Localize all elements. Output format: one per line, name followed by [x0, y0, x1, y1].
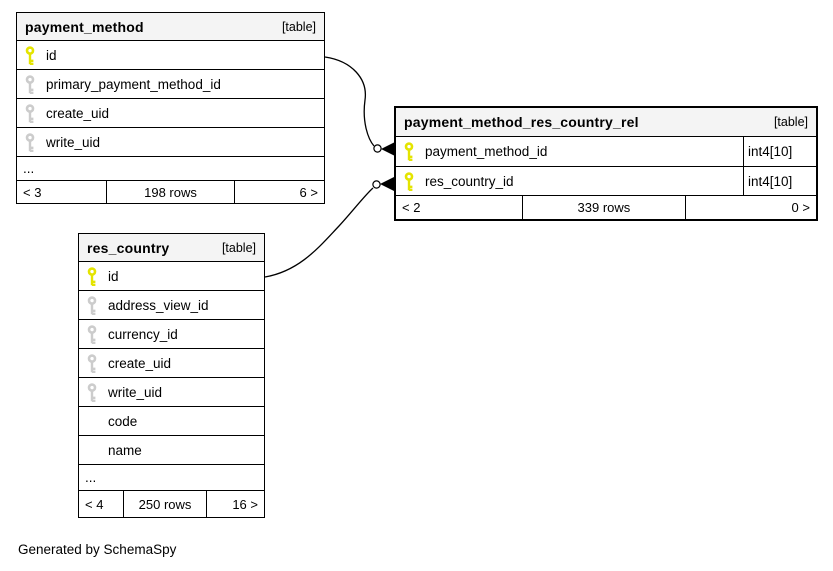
table-footer: < 3 198 rows 6 > [17, 181, 324, 203]
column-name: res_country_id [425, 173, 514, 189]
table-name[interactable]: payment_method_res_country_rel [404, 114, 639, 130]
foreign-key-icon [87, 353, 97, 373]
table-type-label: [table] [773, 115, 808, 129]
column-name: currency_id [108, 326, 178, 342]
column-row: create_uid [17, 99, 324, 128]
column-type: int4[10] [743, 167, 816, 195]
related-tables-in: < 4 [85, 496, 104, 512]
column-name: id [46, 47, 57, 63]
related-tables-in: < 2 [402, 200, 421, 215]
foreign-key-icon [87, 324, 97, 344]
column-row: payment_method_id int4[10] [396, 137, 816, 167]
primary-key-icon [25, 45, 35, 65]
table-type-label: [table] [281, 19, 316, 34]
crow-foot-marker [381, 142, 394, 156]
foreign-key-icon [87, 295, 97, 315]
column-name: code [108, 413, 138, 429]
foreign-key-icon [25, 132, 35, 152]
row-count: 250 rows [123, 491, 207, 517]
table-name[interactable]: payment_method [25, 18, 144, 35]
column-row: primary_payment_method_id [17, 70, 324, 99]
column-name: address_view_id [108, 297, 209, 313]
generated-by-note: Generated by SchemaSpy [18, 542, 177, 557]
column-name: primary_payment_method_id [46, 76, 221, 92]
column-type: int4[10] [743, 137, 816, 166]
column-name: write_uid [108, 384, 163, 400]
column-row: code [79, 407, 264, 436]
column-row: id [17, 41, 324, 70]
column-row: id [79, 262, 264, 291]
ellipsis-label: ... [85, 470, 97, 485]
table-footer: < 4 250 rows 16 > [79, 491, 264, 517]
column-name: payment_method_id [425, 144, 548, 159]
zero-or-one-marker [372, 180, 381, 189]
edge-res-country-to-rel [264, 177, 394, 278]
table-payment-method[interactable]: payment_method [table] id primary_paymen… [16, 12, 325, 204]
column-name: create_uid [108, 355, 172, 371]
table-header[interactable]: res_country [table] [79, 234, 264, 262]
related-tables-out: 16 > [232, 496, 258, 512]
related-tables-out: 6 > [299, 184, 318, 200]
primary-key-icon [404, 171, 414, 191]
column-row: name [79, 436, 264, 465]
related-tables-out: 0 > [791, 200, 810, 215]
column-row: write_uid [17, 128, 324, 157]
table-payment-method-res-country-rel[interactable]: payment_method_res_country_rel [table] p… [394, 106, 818, 221]
table-type-label: [table] [221, 240, 256, 255]
row-count: 339 rows [522, 196, 686, 219]
column-row: address_view_id [79, 291, 264, 320]
table-header[interactable]: payment_method [table] [17, 13, 324, 41]
table-footer: < 2 339 rows 0 > [396, 196, 816, 219]
table-name[interactable]: res_country [87, 239, 170, 256]
more-columns-row: ... [79, 465, 264, 491]
zero-or-one-marker [373, 144, 382, 153]
crow-foot-marker [380, 177, 394, 191]
column-name: create_uid [46, 105, 110, 121]
row-count: 198 rows [106, 181, 235, 203]
column-name: write_uid [46, 134, 101, 150]
foreign-key-icon [25, 74, 35, 94]
related-tables-in: < 3 [23, 184, 42, 200]
primary-key-icon [404, 142, 414, 161]
column-name: id [108, 268, 119, 284]
more-columns-row: ... [17, 157, 324, 181]
table-header[interactable]: payment_method_res_country_rel [table] [396, 108, 816, 137]
foreign-key-icon [87, 382, 97, 402]
column-name: name [108, 442, 142, 458]
primary-key-icon [87, 266, 97, 286]
column-row: currency_id [79, 320, 264, 349]
table-res-country[interactable]: res_country [table] id address_view_id c… [78, 233, 265, 518]
column-row: write_uid [79, 378, 264, 407]
column-row: res_country_id int4[10] [396, 167, 816, 196]
foreign-key-icon [25, 103, 35, 123]
ellipsis-label: ... [23, 161, 35, 176]
edge-payment-method-to-rel [324, 56, 394, 156]
column-row: create_uid [79, 349, 264, 378]
